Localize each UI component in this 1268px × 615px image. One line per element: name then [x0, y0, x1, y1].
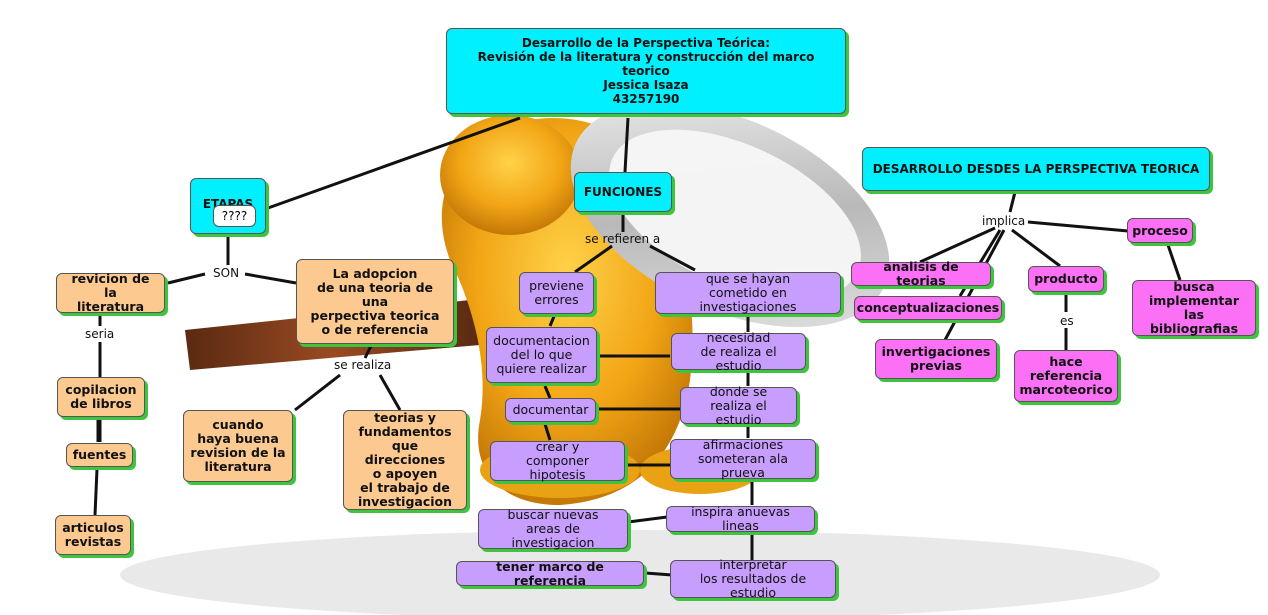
analisis-node[interactable]: analisis de teorias — [851, 260, 991, 288]
inspira-node[interactable]: inspira anuevas lineas — [666, 505, 815, 533]
connector — [1027, 220, 1129, 233]
connector — [267, 116, 521, 210]
donde-node[interactable]: donde se realiza el estudio — [680, 384, 797, 426]
title-line-3: Jessica Isaza — [603, 78, 689, 92]
connector — [378, 374, 402, 411]
adopcion-node[interactable]: La adopcion de una teoria de una perpect… — [296, 259, 454, 344]
connector — [623, 117, 630, 173]
map-title: Desarrollo de la Perspectiva Teórica: Re… — [446, 28, 846, 114]
link-label-se-realiza: se realiza — [334, 358, 392, 372]
link-label-es: es — [1060, 314, 1074, 328]
hayan-node[interactable]: que se hayan cometido en investigaciones — [655, 272, 841, 314]
busca-node[interactable]: busca implementar las bibliografias — [1132, 280, 1256, 336]
connector — [644, 571, 673, 577]
teorias-node[interactable]: teorias y fundamentos que direcciones o … — [343, 410, 467, 510]
documentacion-node[interactable]: documentacion del lo que quiere realizar — [486, 327, 597, 383]
link-label-implica: implica — [982, 214, 1026, 228]
connector — [543, 423, 552, 441]
link-label-se-refieren-a: se refieren a — [585, 232, 661, 246]
revicion-node[interactable]: revicion de la literatura — [56, 272, 165, 314]
connector — [1011, 228, 1061, 268]
connector — [294, 373, 341, 412]
buscar-node[interactable]: buscar nuevas areas de investigacion — [478, 508, 628, 550]
cuando-node[interactable]: cuando haya buena revision de la literat… — [183, 410, 293, 482]
producto-node[interactable]: producto — [1028, 266, 1104, 292]
funciones-node[interactable]: FUNCIONES — [574, 172, 672, 212]
articulos-node[interactable]: articulos revistas — [55, 515, 131, 555]
title-line-2: Revisión de la literatura y construcción… — [477, 50, 815, 78]
connector — [93, 468, 99, 516]
connector — [574, 244, 613, 274]
connector — [543, 385, 552, 399]
connector — [627, 515, 668, 524]
fuentes-node[interactable]: fuentes — [66, 443, 133, 467]
crear-node[interactable]: crear y componer hipotesis — [490, 440, 625, 482]
hace-node[interactable]: hace referencia marcoteorico — [1014, 350, 1118, 402]
afirmaciones-node[interactable]: afirmaciones someteran ala prueva — [670, 438, 816, 480]
perspectiva-node[interactable]: DESARROLLO DESDES LA PERSPECTIVA TEORICA — [862, 147, 1210, 191]
title-line-4: 43257190 — [612, 92, 680, 106]
connector — [1008, 191, 1017, 213]
copilacion-node[interactable]: copilacion de libros — [57, 377, 145, 417]
title-line-1: Desarrollo de la Perspectiva Teórica: — [521, 36, 771, 50]
invertigaciones-node[interactable]: invertigaciones previas — [875, 339, 997, 379]
connector — [363, 343, 374, 359]
previene-node[interactable]: previene errores — [519, 272, 594, 314]
connector — [548, 313, 557, 327]
connector — [1166, 244, 1182, 281]
connector — [244, 272, 297, 285]
documentar-node[interactable]: documentar — [505, 398, 596, 422]
connector — [919, 226, 996, 264]
link-label-seria: seria — [85, 327, 115, 341]
etapas-badge[interactable]: ???? — [213, 205, 256, 227]
interpretar-node[interactable]: interpretar los resultados de estudio — [670, 558, 836, 600]
connector — [167, 272, 206, 285]
connector — [649, 244, 696, 272]
conceptualizaciones-node[interactable]: conceptualizaciones — [854, 296, 1002, 320]
link-label-son: SON — [213, 266, 240, 280]
necesidad-node[interactable]: necesidad de realiza el estudio — [671, 330, 806, 372]
tener-node[interactable]: tener marco de referencia — [456, 559, 644, 587]
figure-head — [440, 115, 580, 235]
proceso-node[interactable]: proceso — [1127, 218, 1193, 243]
